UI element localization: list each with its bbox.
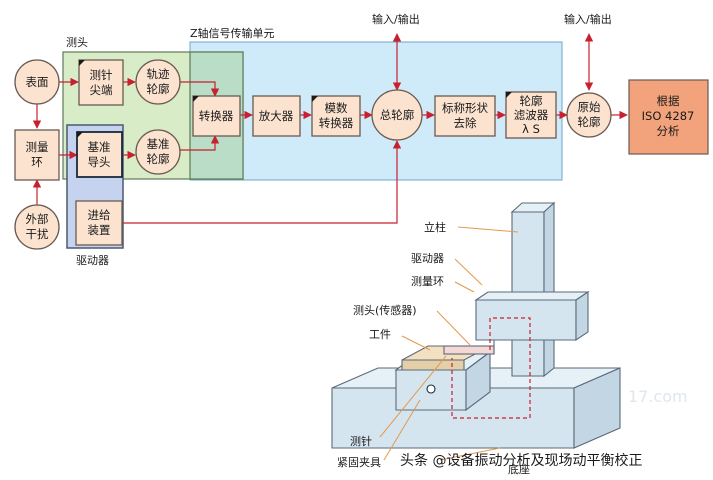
node-measuring-ring: 测量 环 (14, 129, 60, 181)
svg-text:导头: 导头 (88, 155, 111, 169)
svg-text:基准: 基准 (147, 137, 170, 151)
svg-text:表面: 表面 (26, 75, 49, 89)
svg-text:轨迹: 轨迹 (147, 67, 170, 81)
svg-text:尖端: 尖端 (90, 83, 113, 97)
node-converter: 转换器 (192, 95, 241, 137)
node-adc: 模数 转换器 (311, 95, 361, 137)
svg-text:去除: 去除 (454, 116, 477, 130)
node-ref-guide: 基准 导头 (76, 131, 123, 178)
label-stylus: 测针 (350, 434, 372, 448)
machine-probe (443, 345, 495, 355)
svg-text:测针: 测针 (90, 68, 113, 82)
machine-measuring-ring (451, 317, 531, 419)
svg-text:基准: 基准 (88, 140, 111, 154)
label-base: 底座 (508, 462, 530, 476)
node-surface: 表面 (14, 59, 60, 105)
node-feed-unit: 进给 装置 (75, 200, 123, 246)
node-primary-profile: 原始 轮廓 (566, 92, 612, 138)
node-total-profile: 总轮廓 (371, 89, 423, 141)
svg-text:外部: 外部 (26, 212, 49, 226)
io-label-2: 输入/输出 (564, 12, 612, 26)
svg-text:滤波器: 滤波器 (514, 108, 549, 122)
svg-text:转换器: 转换器 (319, 116, 354, 130)
watermark-faint: 17.com (628, 387, 688, 406)
label-measuring-ring: 测量环 (411, 275, 444, 288)
machine-illustration (331, 201, 621, 449)
svg-text:干扰: 干扰 (26, 227, 49, 241)
svg-text:模数: 模数 (325, 101, 348, 115)
svg-text:原始: 原始 (578, 100, 601, 114)
arrow-trace-converter (180, 81, 220, 97)
svg-text:总轮廓: 总轮廓 (380, 108, 415, 122)
svg-text:根据: 根据 (657, 94, 680, 108)
svg-text:标称形状: 标称形状 (442, 101, 488, 115)
label-workpiece: 工件 (369, 328, 391, 341)
arrow-feed-total (123, 140, 402, 224)
svg-text:λ S: λ S (522, 122, 540, 136)
svg-text:测量: 测量 (26, 140, 49, 154)
machine-driver-arm (474, 291, 590, 301)
node-amplifier: 放大器 (252, 95, 301, 137)
svg-text:进给: 进给 (88, 208, 111, 222)
watermark-text: 头条 @设备振动分析及现场动平衡校正 (400, 452, 642, 469)
svg-text:轮廓: 轮廓 (147, 82, 170, 96)
svg-text:装置: 装置 (88, 223, 111, 237)
svg-text:环: 环 (31, 155, 43, 169)
signal-arrows (32, 33, 628, 224)
svg-text:轮廓: 轮廓 (147, 152, 170, 166)
node-stylus-tip: 测针 尖端 (78, 59, 124, 106)
label-driver: 驱动器 (411, 252, 444, 265)
label-probe-sensor: 测头(传感器) (353, 304, 417, 317)
io-label-1: 输入/输出 (372, 12, 420, 26)
z-unit-label: Z轴信号传输单元 (190, 26, 275, 40)
node-iso-analysis: 根据 ISO 4287 分析 (628, 79, 709, 155)
node-ref-profile: 基准 轮廓 (135, 129, 181, 175)
svg-text:ISO 4287: ISO 4287 (642, 109, 695, 123)
label-column: 立柱 (424, 220, 446, 234)
node-profile-filter: 轮廓 滤波器 λ S (505, 91, 557, 139)
svg-text:转换器: 转换器 (199, 109, 234, 123)
svg-text:放大器: 放大器 (259, 109, 294, 123)
label-clamp: 紧固夹具 (337, 456, 381, 469)
svg-text:分析: 分析 (657, 124, 680, 138)
arrow-ref-converter (180, 135, 220, 151)
node-trace-profile: 轨迹 轮廓 (135, 59, 181, 105)
svg-text:轮廓: 轮廓 (578, 115, 601, 129)
driver-region-label: 驱动器 (76, 254, 109, 267)
node-nominal-removal: 标称形状 去除 (434, 95, 496, 137)
machine-leader-lines (379, 226, 519, 461)
node-disturbance: 外部 干扰 (14, 204, 60, 250)
probe-region-label: 测头 (66, 36, 88, 49)
svg-text:轮廓: 轮廓 (520, 94, 543, 108)
